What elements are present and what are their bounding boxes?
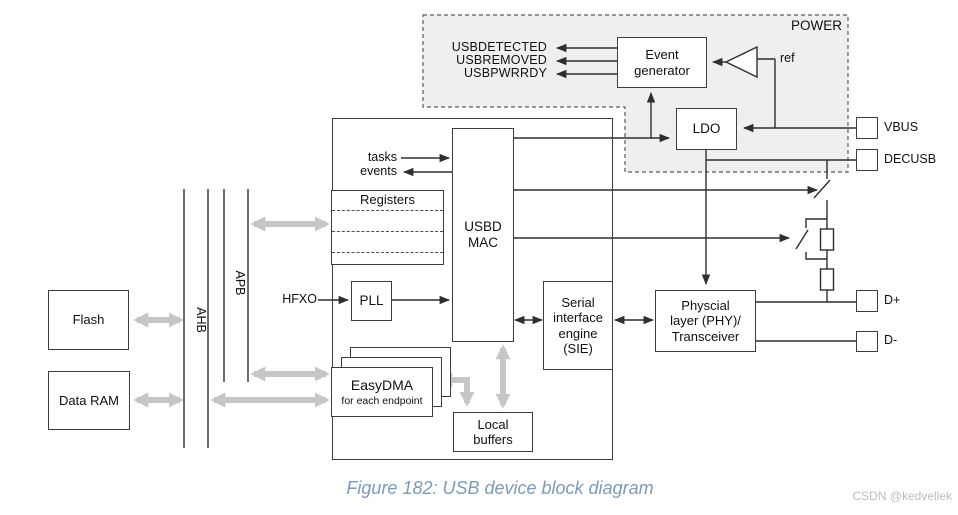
easydma-sublabel: for each endpoint [341, 395, 423, 408]
data-ram-block: Data RAM [48, 371, 130, 430]
signal-usbdetected: USBDETECTED [451, 40, 547, 54]
bus-arrows [133, 216, 511, 409]
pullup-network [795, 160, 831, 302]
easydma-block: EasyDMA for each endpoint [331, 367, 433, 417]
hfxo-label: HFXO [282, 292, 317, 306]
switch-icon [813, 179, 831, 199]
event-generator-block: Event generator [617, 37, 707, 88]
tasks-label: tasks [367, 150, 397, 164]
ahb-lines [183, 189, 209, 448]
comparator-icon [724, 45, 758, 79]
phy-block: Physcial layer (PHY)/ Transceiver [655, 290, 756, 352]
d-plus-label: D+ [884, 293, 901, 307]
apb-bus-label: APB [233, 270, 247, 296]
watermark: CSDN @kedvellek [852, 489, 952, 503]
pll-block: PLL [351, 281, 392, 321]
registers-label: Registers [360, 192, 415, 207]
easydma-label: EasyDMA [350, 376, 414, 393]
signal-usbremoved: USBREMOVED [456, 53, 547, 67]
decusb-label: DECUSB [884, 152, 937, 166]
signal-lines [183, 43, 856, 448]
d-minus-pin [856, 331, 878, 352]
d-minus-label: D- [884, 333, 898, 347]
vbus-pin [856, 117, 878, 139]
ahb-bus-label: AHB [194, 307, 208, 333]
apb-lines [223, 189, 249, 382]
registers-block: Registers [331, 190, 444, 265]
decusb-pin [856, 149, 878, 171]
sie-block: Serial interface engine (SIE) [543, 281, 613, 370]
events-label: events [360, 164, 397, 178]
register-row-divider [332, 231, 443, 232]
register-row-divider [332, 210, 443, 211]
d-plus-pin [856, 290, 878, 312]
figure-caption: Figure 182: USB device block diagram [346, 478, 654, 498]
vbus-label: VBUS [884, 120, 919, 134]
resistor-icon [819, 268, 835, 291]
local-buffers-block: Local buffers [453, 412, 533, 452]
resistor-icon [819, 228, 835, 251]
ldo-block: LDO [676, 108, 737, 150]
register-row-divider [332, 252, 443, 253]
ref-label: ref [780, 51, 795, 65]
switch-icon [795, 229, 809, 250]
power-region-label: POWER [790, 18, 842, 33]
signal-usbpwrrdy: USBPWRRDY [463, 66, 547, 80]
flash-block: Flash [48, 290, 129, 350]
usbd-mac-block: USBD MAC [452, 128, 514, 342]
